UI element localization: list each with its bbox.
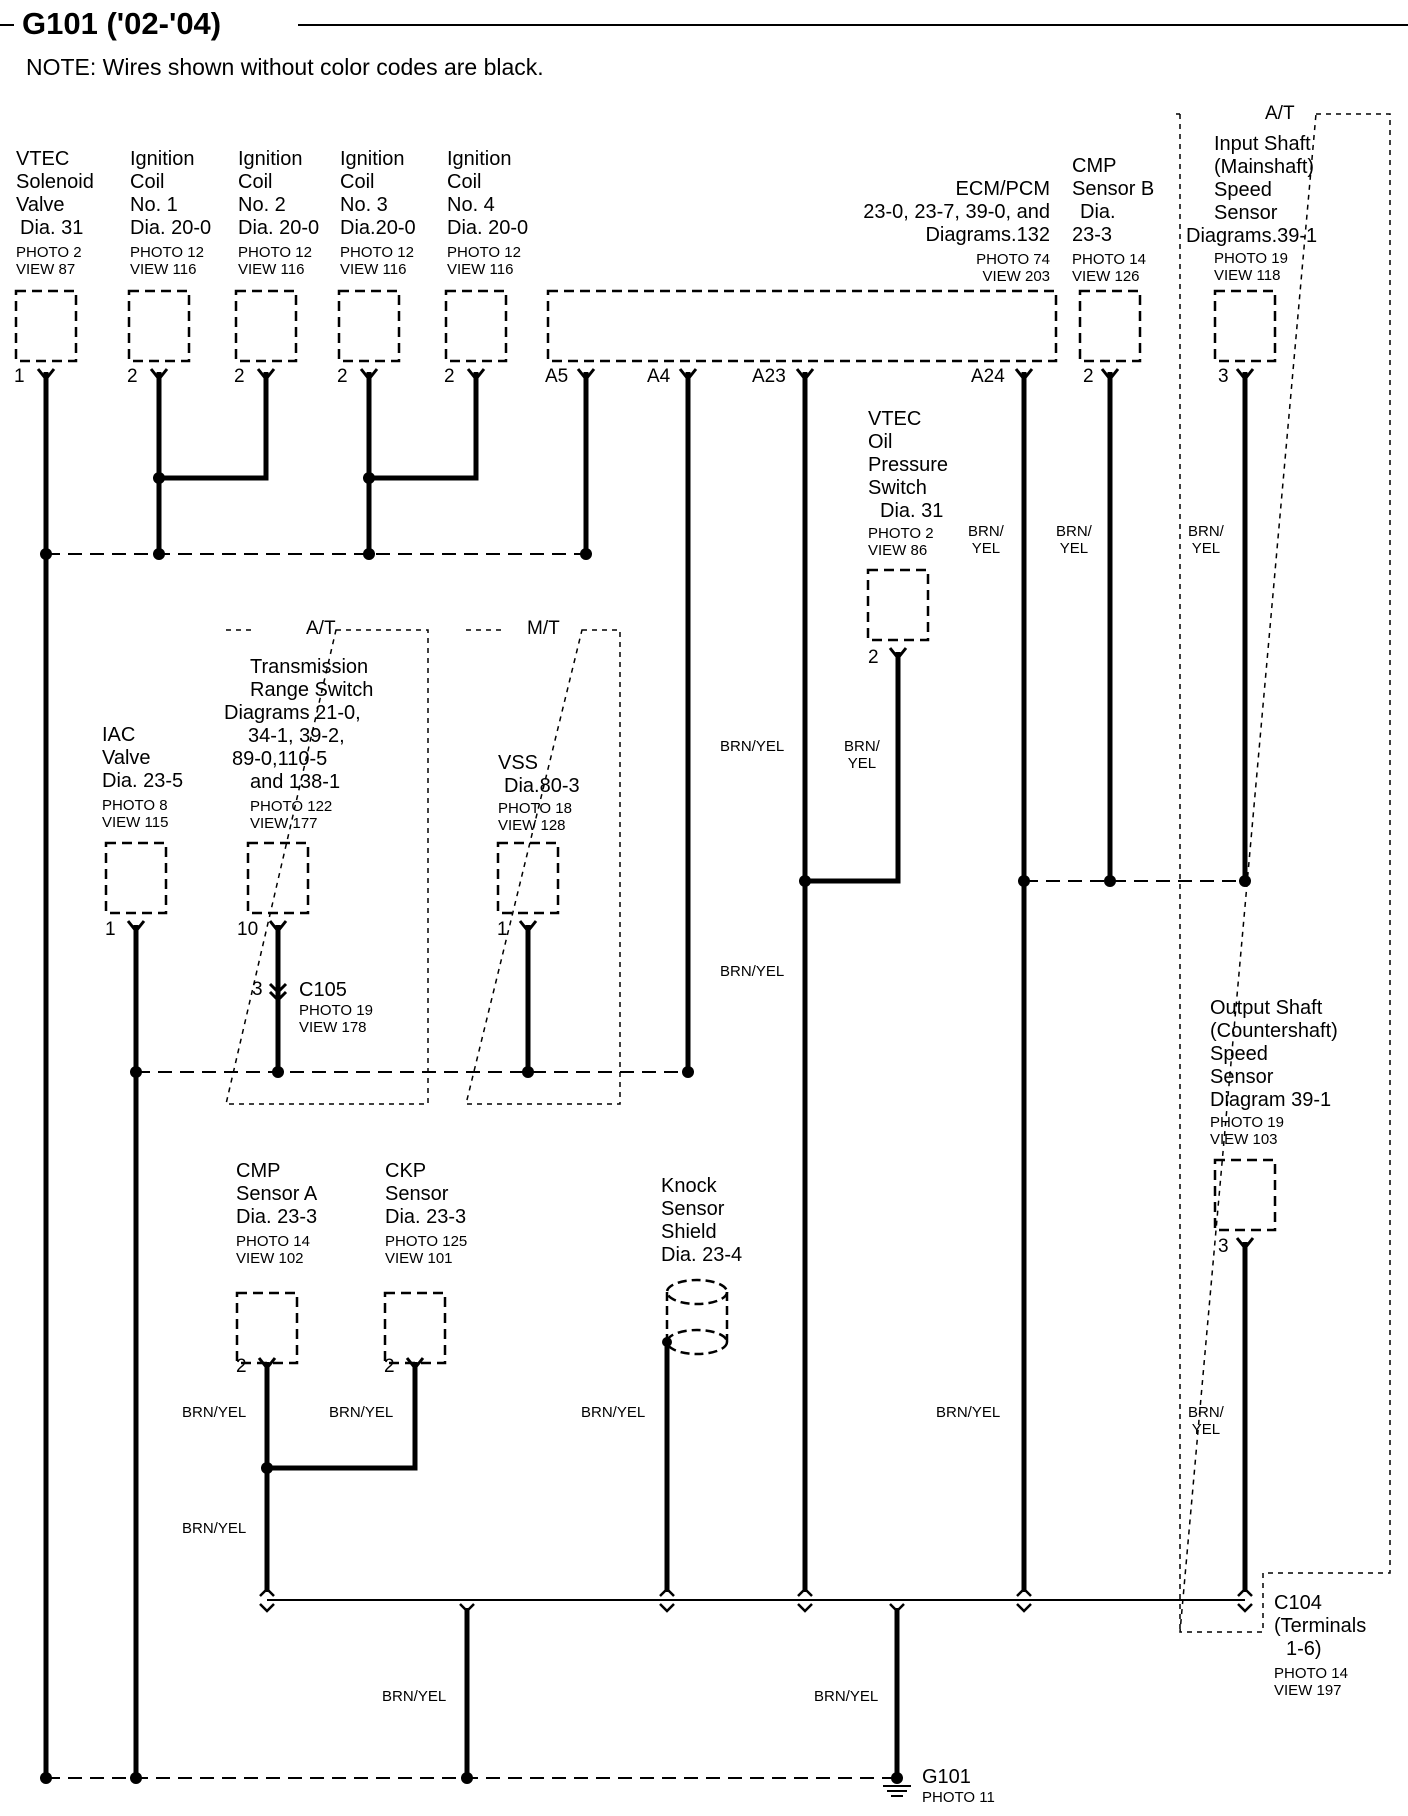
pin-ign-coil-4: 2: [444, 366, 455, 387]
pin-iac-valve: 1: [105, 919, 116, 940]
connector-ign-coil-4: [444, 289, 508, 363]
connector-ign-coil-3: [337, 289, 401, 363]
label-trans-range: Transmission Range Switch Diagrams 21-0,…: [224, 656, 374, 832]
wire-label-vtec-oil: BRN/YEL: [844, 738, 880, 772]
pin-trans-range: 10: [237, 919, 259, 940]
pin-input-shaft: 3: [1218, 366, 1229, 387]
wire-label-a24-lower: BRN/YEL: [936, 1404, 1001, 1421]
pin-vss: 1: [497, 919, 508, 940]
label-c105: C105 PHOTO 19 VIEW 178: [299, 979, 373, 1036]
label-output-shaft: Output Shaft (Countershaft) Speed Sensor…: [1210, 997, 1338, 1148]
group-box-vss: [465, 629, 621, 1105]
connector-vtec-oil: [866, 568, 930, 642]
pin-ign-coil-3: 2: [337, 366, 348, 387]
label-knock-shield: Knock Sensor Shield Dia. 23-4: [661, 1175, 743, 1266]
group-label-trans-range: A/T: [306, 618, 336, 639]
wire-ign-coil-3-4: [366, 372, 479, 481]
connector-cmp-sensor-b: [1078, 289, 1142, 363]
group-box-trans-range: [225, 629, 429, 1105]
pin-output-shaft: 3: [1218, 1236, 1229, 1257]
label-vtec-solenoid: VTEC Solenoid Valve Dia. 31 PHOTO 2 VIEW…: [16, 148, 94, 278]
group-box-input-shaft: [1176, 113, 1391, 1633]
connector-iac-valve: [104, 841, 168, 915]
wire-label-output-shaft: BRN/YEL: [1188, 1404, 1224, 1438]
label-ign-coil-3: Ignition Coil No. 3 Dia.20-0 PHOTO 12 VI…: [340, 148, 416, 278]
wire-label-ckp: BRN/YEL: [329, 1404, 394, 1421]
connector-output-shaft: [1213, 1158, 1277, 1232]
connector-vtec-solenoid: [14, 289, 78, 363]
label-g101: G101 PHOTO 11: [922, 1766, 995, 1806]
wire-ckp: [267, 1362, 418, 1471]
connector-ign-coil-1: [127, 289, 191, 363]
pin-a4: A4: [647, 366, 671, 387]
page-title: G101 ('02-'04): [22, 6, 222, 41]
wire-label-cmp-a: BRN/YEL: [182, 1404, 247, 1421]
label-input-shaft: Input Shaft (Mainshaft) Speed Sensor Dia…: [1186, 133, 1318, 284]
label-ign-coil-1: Ignition Coil No. 1 Dia. 20-0 PHOTO 12 V…: [130, 148, 212, 278]
pin-ckp-sensor: 2: [384, 1356, 395, 1377]
label-ecm-pcm: ECM/PCM 23-0, 23-7, 39-0, and Diagrams.1…: [863, 178, 1050, 285]
label-ign-coil-2: Ignition Coil No. 2 Dia. 20-0 PHOTO 12 V…: [238, 148, 320, 278]
connector-ckp-sensor: [383, 1291, 447, 1365]
connector-ecm-pcm: [546, 289, 1058, 363]
knock-shield-symbol: [665, 1278, 729, 1356]
pin-vtec-oil: 2: [868, 647, 879, 668]
connector-input-shaft: [1213, 289, 1277, 363]
wire-ign-coil-1-2: [156, 372, 269, 481]
label-ckp-sensor: CKP Sensor Dia. 23-3 PHOTO 125 VIEW 101: [385, 1160, 468, 1267]
pin-ign-coil-2: 2: [234, 366, 245, 387]
wire-label-c104-right: BRN/YEL: [814, 1688, 879, 1705]
connector-vss: [496, 841, 560, 915]
label-cmp-sensor-a: CMP Sensor A Dia. 23-3 PHOTO 14 VIEW 102: [236, 1160, 318, 1267]
wire-label-c104-left: BRN/YEL: [382, 1688, 447, 1705]
pin-c105: 3: [252, 979, 263, 1000]
pin-vtec-solenoid: 1: [14, 366, 25, 387]
connector-trans-range: [246, 841, 310, 915]
group-label-vss: M/T: [527, 618, 560, 639]
wire-label-a23-lower: BRN/YEL: [720, 963, 785, 980]
group-label-input-shaft: A/T: [1262, 104, 1298, 123]
wire-label-input-shaft: BRN/YEL: [1188, 523, 1224, 557]
connector-cmp-sensor-a: [235, 1291, 299, 1365]
wire-vtec-oil: [805, 652, 901, 884]
wire-label-a23-upper: BRN/YEL: [720, 738, 785, 755]
label-vss: VSS Dia.80-3 PHOTO 18 VIEW 128: [498, 752, 580, 834]
label-c104: C104 (Terminals 1-6) PHOTO 14 VIEW 197: [1274, 1592, 1367, 1699]
wire-label-cmp-b: BRN/YEL: [1056, 523, 1092, 557]
pin-cmp-sensor-a: 2: [236, 1356, 247, 1377]
pin-a24: A24: [971, 366, 1005, 387]
pin-cmp-sensor-b: 2: [1083, 366, 1094, 387]
pin-ign-coil-1: 2: [127, 366, 138, 387]
label-vtec-oil: VTEC Oil Pressure Switch Dia. 31 PHOTO 2…: [868, 408, 949, 559]
wire-label-splice: BRN/YEL: [182, 1520, 247, 1537]
label-cmp-sensor-b: CMP Sensor B Dia. 23-3 PHOTO 14 VIEW 126: [1072, 155, 1155, 285]
connector-ign-coil-2: [234, 289, 298, 363]
note-text: NOTE: Wires shown without color codes ar…: [26, 54, 544, 80]
pin-a5: A5: [545, 366, 569, 387]
ground-symbol: [883, 1785, 911, 1797]
wire-label-a24: BRN/YEL: [968, 523, 1004, 557]
wire-label-knock: BRN/YEL: [581, 1404, 646, 1421]
label-iac-valve: IAC Valve Dia. 23-5 PHOTO 8 VIEW 115: [102, 724, 184, 831]
label-ign-coil-4: Ignition Coil No. 4 Dia. 20-0 PHOTO 12 V…: [447, 148, 529, 278]
pin-a23: A23: [752, 366, 786, 387]
